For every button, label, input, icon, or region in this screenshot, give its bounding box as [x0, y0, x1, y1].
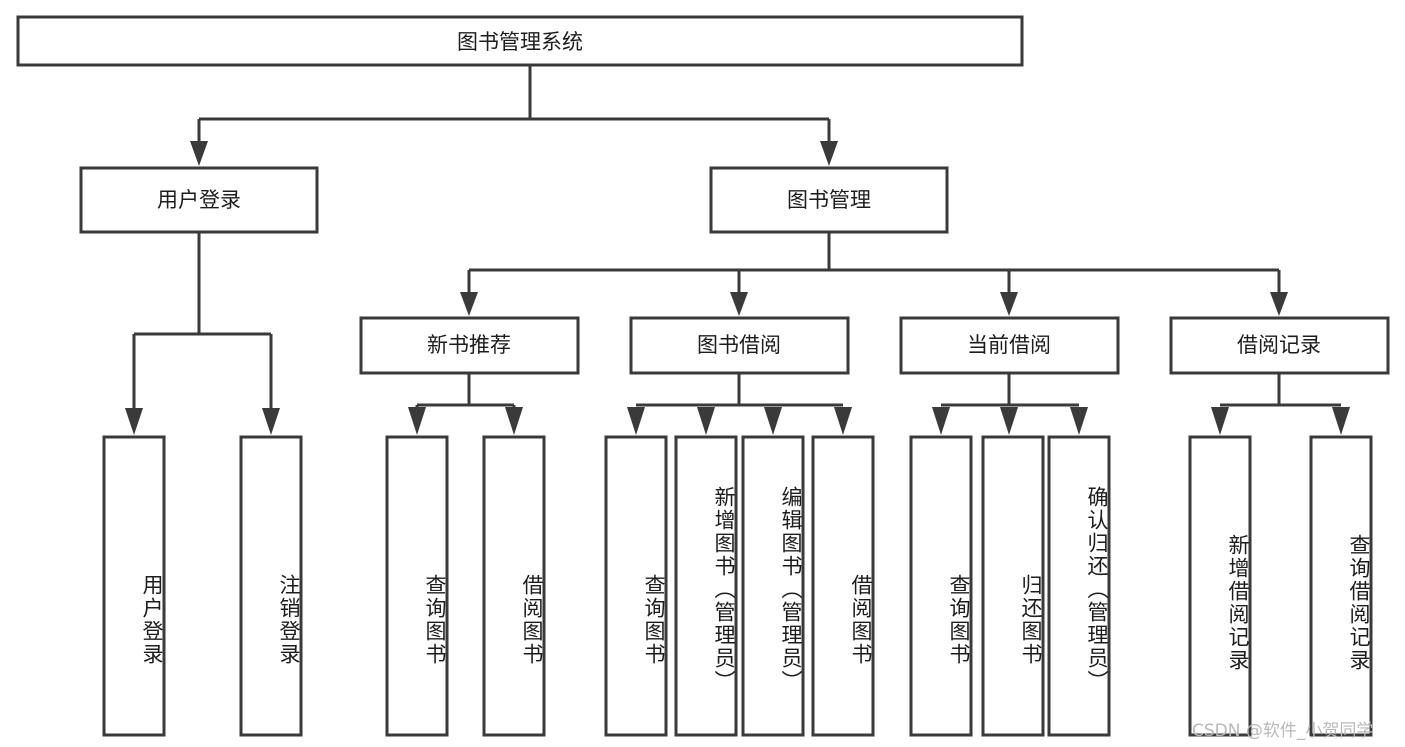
- arrow-root-to-user-login: [190, 141, 208, 166]
- leaf-box-user-login[interactable]: [102, 435, 166, 737]
- node-layer: 图书管理系统 用户登录 图书管理 新书推荐 图书借阅 当前: [16, 15, 1390, 737]
- arrow-bm-to-current-borrow: [1000, 292, 1018, 316]
- arrow-cb-leaf-2: [1000, 407, 1018, 435]
- leaf-box-add-record[interactable]: [1188, 435, 1252, 737]
- leaf-label-query-record: 查询借阅记录: [1347, 533, 1371, 672]
- node-new-book-rec[interactable]: 新书推荐: [359, 316, 580, 375]
- leaf-label-confirm-return: 确认归还（管理员）: [1085, 485, 1109, 693]
- node-current-borrow-label: 当前借阅: [967, 333, 1051, 357]
- arrow-bb-leaf-4: [834, 407, 852, 435]
- leaf-box-confirm-return[interactable]: [1047, 435, 1111, 737]
- arrow-user-login-leaf-1: [125, 408, 143, 435]
- arrow-bb-leaf-2: [697, 407, 715, 435]
- node-current-borrow[interactable]: 当前借阅: [899, 316, 1120, 375]
- leaf-box-edit-book[interactable]: [741, 435, 805, 737]
- node-borrow-record-label: 借阅记录: [1237, 333, 1321, 357]
- leaf-box-query-record[interactable]: [1309, 435, 1373, 737]
- leaf-box-query-book-3[interactable]: [909, 435, 973, 737]
- connector-layer: [125, 65, 1350, 435]
- arrow-nbr-leaf-1: [408, 407, 426, 435]
- arrow-br-leaf-2: [1332, 407, 1350, 435]
- csdn-watermark: CSDN @软件_小贺同学: [1192, 721, 1374, 741]
- leaf-box-return-book[interactable]: [981, 435, 1045, 737]
- leaf-label-edit-book: 编辑图书（管理员）: [779, 485, 803, 693]
- node-user-login-box[interactable]: [79, 166, 319, 234]
- arrow-cb-leaf-3: [1070, 407, 1088, 435]
- leaf-box-layer: [102, 435, 1373, 737]
- leaf-box-query-book-2[interactable]: [604, 435, 668, 737]
- leaf-label-borrow-book-1: 借阅图书: [520, 574, 544, 666]
- arrow-bm-to-new-book-rec: [460, 292, 478, 316]
- leaf-box-query-book-1[interactable]: [385, 435, 449, 737]
- node-root[interactable]: 图书管理系统: [16, 15, 1024, 67]
- node-book-borrow-label: 图书借阅: [697, 333, 781, 357]
- node-book-manage-label: 图书管理: [787, 188, 871, 212]
- node-new-book-rec-label: 新书推荐: [427, 333, 511, 357]
- leaf-box-user-logout[interactable]: [239, 435, 303, 737]
- leaf-label-user-login: 用户登录: [140, 574, 164, 666]
- leaf-label-borrow-book-2: 借阅图书: [849, 574, 873, 666]
- arrow-user-login-leaf-2: [262, 408, 280, 435]
- leaf-label-query-book-3: 查询图书: [947, 574, 971, 666]
- arrow-cb-leaf-1: [932, 407, 950, 435]
- leaf-label-add-book: 新增图书（管理员）: [712, 485, 736, 693]
- leaf-label-query-book-2: 查询图书: [642, 574, 666, 666]
- node-root-label: 图书管理系统: [457, 30, 583, 54]
- node-current-borrow-box[interactable]: [899, 316, 1120, 375]
- arrow-bb-leaf-3: [764, 407, 782, 435]
- leaf-box-borrow-book-1[interactable]: [482, 435, 546, 737]
- arrow-br-leaf-1: [1211, 407, 1229, 435]
- leaf-label-user-logout: 注销登录: [277, 574, 301, 666]
- node-new-book-rec-box[interactable]: [359, 316, 580, 375]
- leaf-box-add-book[interactable]: [674, 435, 738, 737]
- node-borrow-record[interactable]: 借阅记录: [1169, 316, 1390, 375]
- arrow-bm-to-borrow-record: [1270, 292, 1288, 316]
- leaf-box-borrow-book-2[interactable]: [811, 435, 875, 737]
- node-borrow-record-box[interactable]: [1169, 316, 1390, 375]
- node-root-box[interactable]: [16, 15, 1024, 67]
- node-book-manage[interactable]: 图书管理: [709, 166, 949, 234]
- node-user-login-label: 用户登录: [157, 188, 241, 212]
- arrow-nbr-leaf-2: [505, 407, 523, 435]
- arrow-bm-to-book-borrow: [730, 292, 748, 316]
- node-book-borrow[interactable]: 图书借阅: [629, 316, 850, 375]
- leaf-label-add-record: 新增借阅记录: [1226, 533, 1250, 672]
- leaf-label-query-book-1: 查询图书: [423, 574, 447, 666]
- leaf-label-return-book: 归还图书: [1019, 574, 1043, 666]
- node-book-borrow-box[interactable]: [629, 316, 850, 375]
- arrow-bb-leaf-1: [627, 407, 645, 435]
- node-book-manage-box[interactable]: [709, 166, 949, 234]
- arrow-root-to-book-manage: [820, 141, 838, 166]
- node-user-login[interactable]: 用户登录: [79, 166, 319, 234]
